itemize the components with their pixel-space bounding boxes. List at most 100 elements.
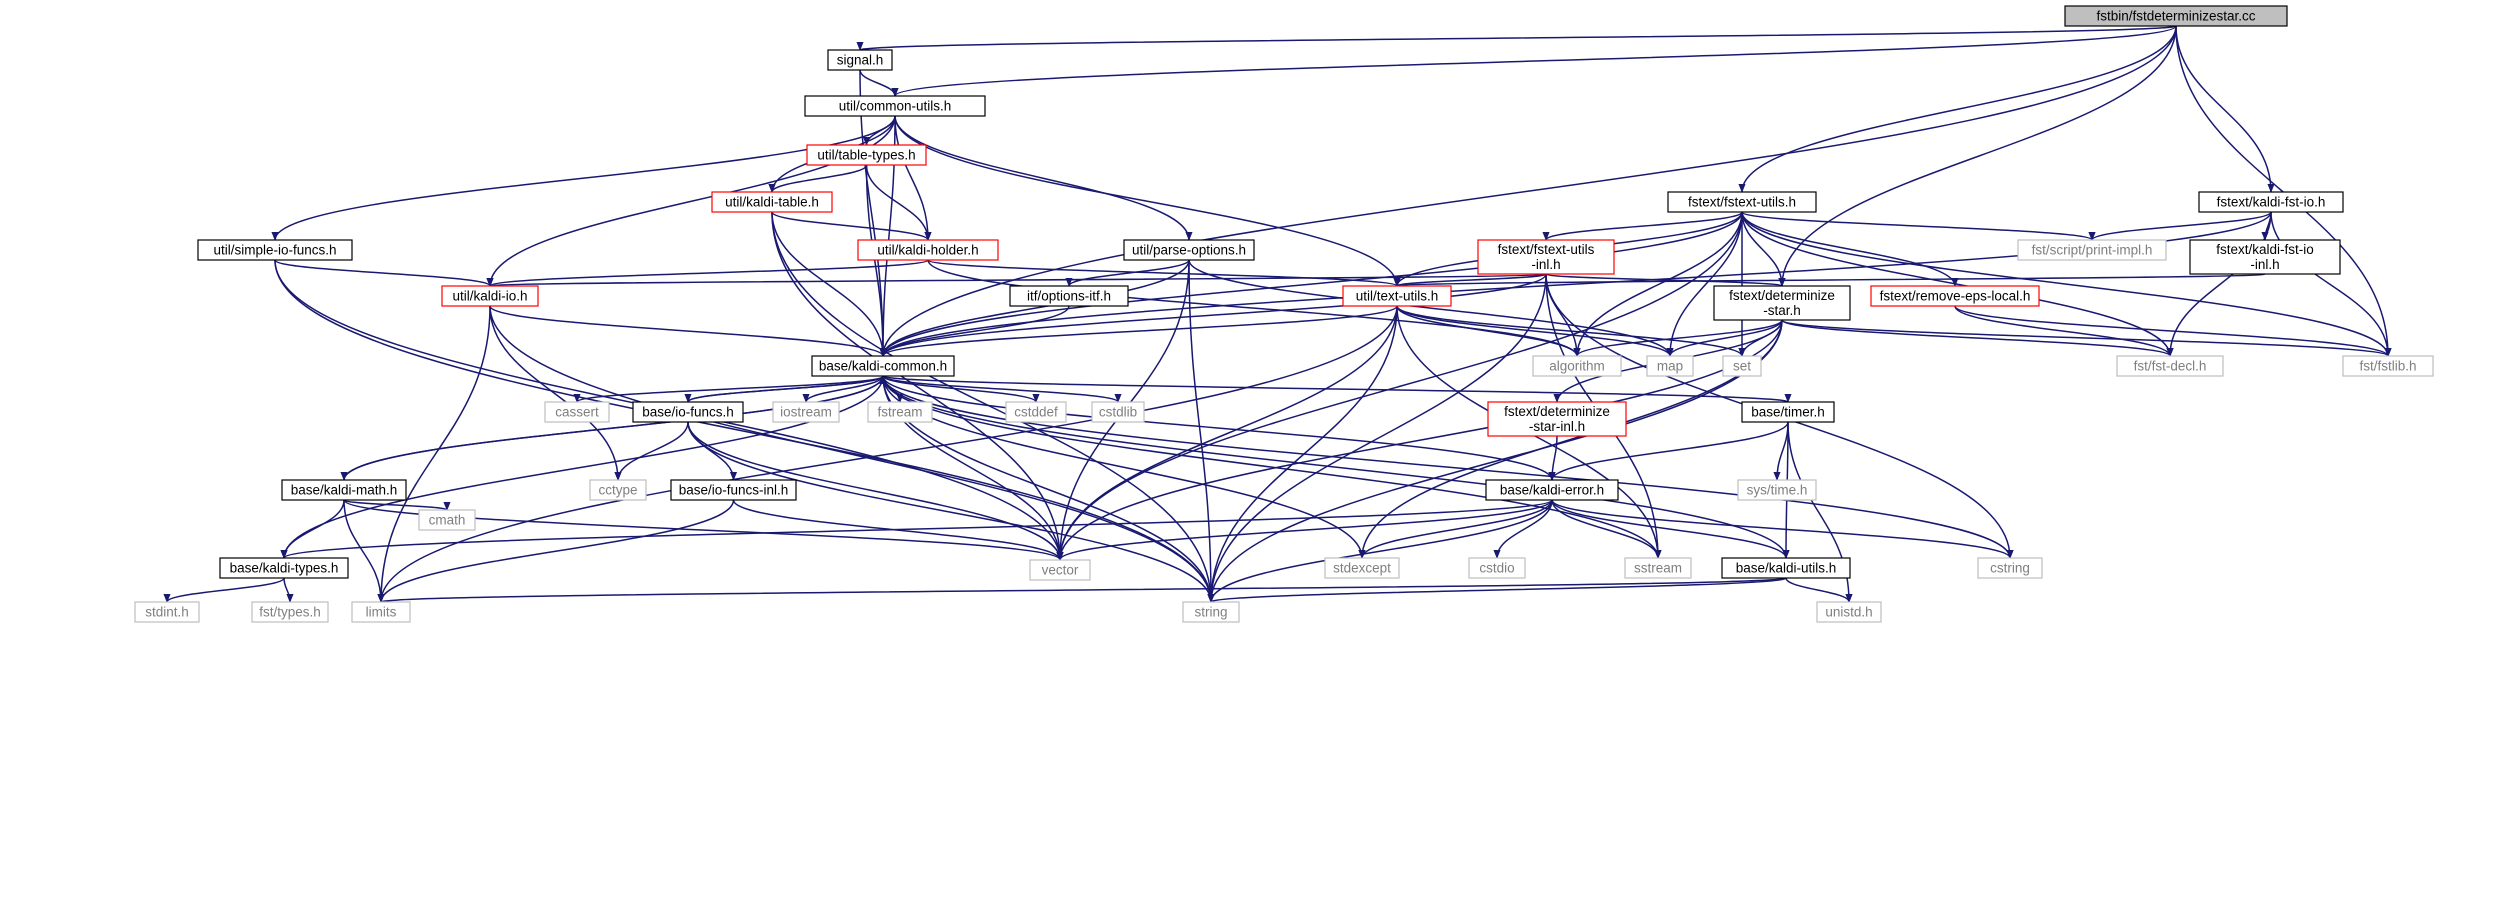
node-label-fstream: fstream xyxy=(877,405,922,420)
edge-kaldi-math-to-kaldi-common xyxy=(343,375,887,481)
node-box-map xyxy=(1646,355,1694,377)
node-kaldi-fst-io[interactable]: fstext/kaldi-fst-io.h xyxy=(2198,191,2344,213)
edge-fstext-utils-to-fst-decl xyxy=(1741,211,2174,357)
node-simple-io[interactable]: util/simple-io-funcs.h xyxy=(197,239,353,261)
node-box-det-star-inl[interactable] xyxy=(1487,401,1627,437)
edge-signal-to-common-utils xyxy=(859,69,899,97)
edge-io-funcs-to-vector xyxy=(687,421,1064,561)
edge-kaldi-error-to-cstdio xyxy=(1493,499,1553,559)
node-iostream: iostream xyxy=(772,401,840,423)
node-box-fstext-utils[interactable] xyxy=(1667,191,1817,213)
node-label-fst-decl: fst/fst-decl.h xyxy=(2134,359,2207,374)
node-label-iostream: iostream xyxy=(780,405,832,420)
node-kaldi-table[interactable]: util/kaldi-table.h xyxy=(711,191,833,213)
node-root[interactable]: fstbin/fstdeterminizestar.cc xyxy=(2064,5,2288,27)
node-box-kaldi-table[interactable] xyxy=(711,191,833,213)
edge-timer-to-kaldi-error xyxy=(1548,421,1789,481)
node-box-vector xyxy=(1029,559,1091,581)
node-det-star-inl[interactable]: fstext/determinize-star-inl.h xyxy=(1487,401,1627,437)
node-parse-options[interactable]: util/parse-options.h xyxy=(1123,239,1255,261)
node-label-cstdlib: cstdlib xyxy=(1099,405,1137,420)
edge-kaldi-fst-io-to-print-impl xyxy=(2088,211,2272,241)
node-map: map xyxy=(1646,355,1694,377)
node-common-utils[interactable]: util/common-utils.h xyxy=(804,95,986,117)
node-box-kaldi-common[interactable] xyxy=(811,355,955,377)
node-label-sstream: sstream xyxy=(1634,561,1682,576)
edge-io-funcs-to-string xyxy=(687,421,1215,603)
node-box-root[interactable] xyxy=(2064,5,2288,27)
node-box-parse-options[interactable] xyxy=(1123,239,1255,261)
node-kaldi-utils[interactable]: base/kaldi-utils.h xyxy=(1721,557,1851,579)
node-box-kaldi-error[interactable] xyxy=(1485,479,1619,501)
edge-kaldi-math-to-cmath xyxy=(343,499,451,511)
node-label-kaldi-fst-io-inl-line-2: -inl.h xyxy=(2250,257,2279,272)
node-timer[interactable]: base/timer.h xyxy=(1741,401,1835,423)
node-box-determinize-star[interactable] xyxy=(1713,285,1851,321)
node-box-kaldi-holder[interactable] xyxy=(857,239,999,261)
node-kaldi-common[interactable]: base/kaldi-common.h xyxy=(811,355,955,377)
node-box-signal[interactable] xyxy=(827,49,893,71)
node-options-itf[interactable]: itf/options-itf.h xyxy=(1009,285,1129,307)
edge-kaldi-types-to-fst-types xyxy=(283,577,294,603)
edge-fstext-utils-to-kaldi-common xyxy=(879,211,1743,357)
edge-kaldi-holder-to-text-utils xyxy=(927,259,1401,287)
node-box-simple-io[interactable] xyxy=(197,239,353,261)
edge-kaldi-holder-to-kaldi-io xyxy=(486,259,929,287)
node-box-cstdio xyxy=(1468,557,1526,579)
node-box-common-utils[interactable] xyxy=(804,95,986,117)
node-box-fstext-utils-inl[interactable] xyxy=(1477,239,1615,275)
node-box-kaldi-types[interactable] xyxy=(219,557,349,579)
node-kaldi-holder[interactable]: util/kaldi-holder.h xyxy=(857,239,999,261)
node-box-fstream xyxy=(867,401,933,423)
node-cctype: cctype xyxy=(589,479,647,501)
node-kaldi-types[interactable]: base/kaldi-types.h xyxy=(219,557,349,579)
node-unistd: unistd.h xyxy=(1816,601,1882,623)
node-io-funcs-inl[interactable]: base/io-funcs-inl.h xyxy=(670,479,797,501)
node-label-cstdio: cstdio xyxy=(1479,561,1514,576)
node-kaldi-fst-io-inl[interactable]: fstext/kaldi-fst-io-inl.h xyxy=(2189,239,2341,275)
node-label-parse-options: util/parse-options.h xyxy=(1132,243,1246,258)
node-box-io-funcs-inl[interactable] xyxy=(670,479,797,501)
edge-text-utils-to-limits xyxy=(377,305,1398,603)
node-box-cstddef xyxy=(1005,401,1067,423)
node-kaldi-math[interactable]: base/kaldi-math.h xyxy=(281,479,407,501)
edge-root-to-fstext-utils xyxy=(1738,25,2177,193)
node-label-det-star-inl-line-1: fstext/determinize xyxy=(1504,404,1610,419)
node-box-kaldi-utils[interactable] xyxy=(1721,557,1851,579)
edge-fstext-utils-to-fstlib xyxy=(1741,211,2392,357)
node-determinize-star[interactable]: fstext/determinize-star.h xyxy=(1713,285,1851,321)
node-limits: limits xyxy=(351,601,411,623)
node-label-set: set xyxy=(1733,359,1751,374)
node-fstext-utils[interactable]: fstext/fstext-utils.h xyxy=(1667,191,1817,213)
node-label-algorithm: algorithm xyxy=(1549,359,1605,374)
node-box-options-itf[interactable] xyxy=(1009,285,1129,307)
node-signal[interactable]: signal.h xyxy=(827,49,893,71)
node-kaldi-error[interactable]: base/kaldi-error.h xyxy=(1485,479,1619,501)
node-box-io-funcs[interactable] xyxy=(632,401,744,423)
node-box-kaldi-fst-io[interactable] xyxy=(2198,191,2344,213)
edge-kaldi-error-to-sstream xyxy=(1551,499,1662,559)
node-label-kaldi-types: base/kaldi-types.h xyxy=(230,561,339,576)
node-label-table-types: util/table-types.h xyxy=(817,148,915,163)
node-box-kaldi-fst-io-inl[interactable] xyxy=(2189,239,2341,275)
edge-kaldi-table-to-kaldi-holder xyxy=(771,211,932,241)
node-box-kaldi-io[interactable] xyxy=(441,285,539,307)
node-io-funcs[interactable]: base/io-funcs.h xyxy=(632,401,744,423)
node-box-table-types[interactable] xyxy=(806,144,927,166)
node-kaldi-io[interactable]: util/kaldi-io.h xyxy=(441,285,539,307)
edge-kaldi-io-to-cctype xyxy=(489,305,622,481)
edge-table-types-to-kaldi-holder xyxy=(865,164,932,241)
node-label-text-utils: util/text-utils.h xyxy=(1356,289,1439,304)
node-table-types[interactable]: util/table-types.h xyxy=(806,144,927,166)
node-box-kaldi-math[interactable] xyxy=(281,479,407,501)
edge-kaldi-common-to-kaldi-types xyxy=(280,375,884,559)
node-box-timer[interactable] xyxy=(1741,401,1835,423)
node-text-utils[interactable]: util/text-utils.h xyxy=(1342,285,1452,307)
node-box-remove-eps[interactable] xyxy=(1870,285,2040,307)
node-box-text-utils[interactable] xyxy=(1342,285,1452,307)
node-sys-time: sys/time.h xyxy=(1737,479,1817,501)
node-fstext-utils-inl[interactable]: fstext/fstext-utils-inl.h xyxy=(1477,239,1615,275)
node-remove-eps[interactable]: fstext/remove-eps-local.h xyxy=(1870,285,2040,307)
node-label-kaldi-fst-io: fstext/kaldi-fst-io.h xyxy=(2217,195,2326,210)
